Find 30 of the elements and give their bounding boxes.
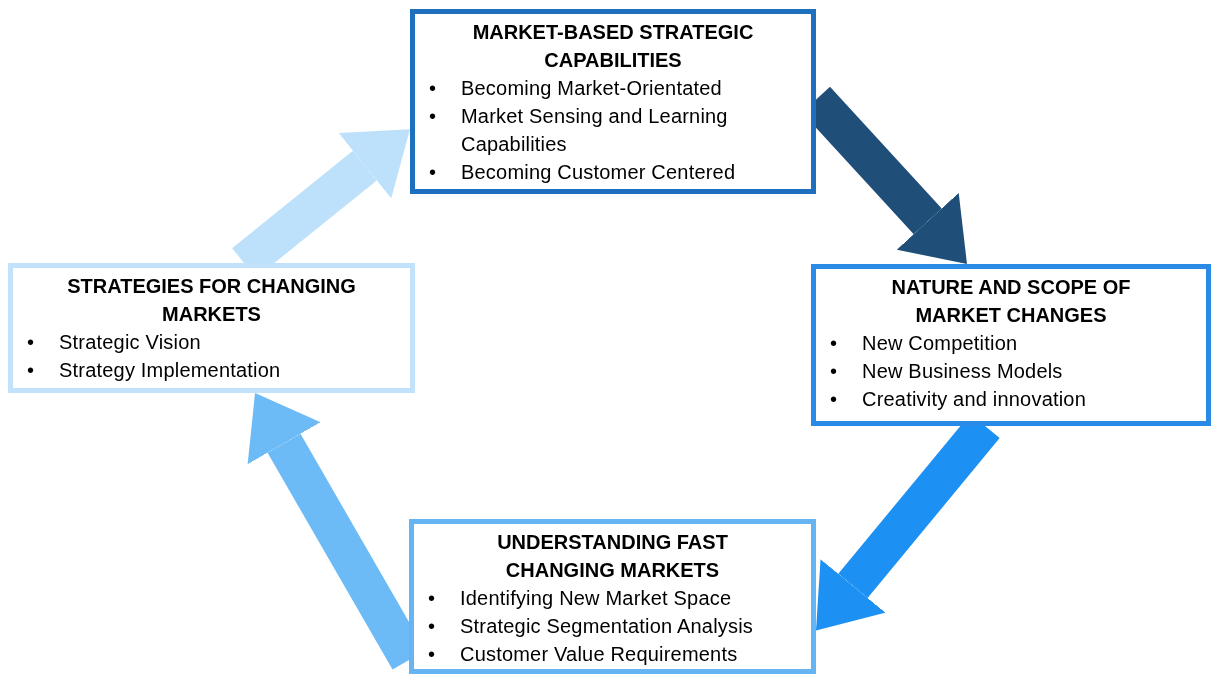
bullet-text: Strategy Implementation bbox=[59, 358, 281, 383]
box-heading: UNDERSTANDING FAST CHANGING MARKETS bbox=[496, 530, 729, 583]
bullet-marker: • bbox=[428, 642, 437, 667]
bullet-marker: • bbox=[429, 160, 438, 185]
bullet-text: Becoming Customer Centered bbox=[461, 160, 736, 185]
bullet-marker: • bbox=[428, 586, 437, 611]
bullet-text: Market Sensing and Learning Capabilities bbox=[461, 104, 729, 157]
box-heading: MARKET-BASED STRATEGIC CAPABILITIES bbox=[471, 20, 755, 73]
bullet-marker: • bbox=[429, 104, 438, 129]
box-heading: NATURE AND SCOPE OF MARKET CHANGES bbox=[890, 275, 1132, 328]
bullet-marker: • bbox=[27, 330, 36, 355]
bullet-text: New Business Models bbox=[862, 359, 1063, 384]
text-box bbox=[8, 263, 415, 393]
bullet-marker: • bbox=[830, 331, 839, 356]
bullet-marker: • bbox=[27, 358, 36, 383]
bullet-text: Strategic Segmentation Analysis bbox=[460, 614, 754, 639]
bullet-text: New Competition bbox=[862, 331, 1018, 356]
bullet-marker: • bbox=[428, 614, 437, 639]
bullet-text: Becoming Market-Orientated bbox=[461, 76, 722, 101]
bullet-marker: • bbox=[830, 387, 839, 412]
bullet-marker: • bbox=[429, 76, 438, 101]
text-box bbox=[811, 264, 1211, 426]
text-box bbox=[410, 9, 816, 194]
bullet-text: Creativity and innovation bbox=[862, 387, 1086, 412]
bullet-marker: • bbox=[830, 359, 839, 384]
text-box bbox=[409, 519, 816, 674]
bullet-text: Identifying New Market Space bbox=[460, 586, 732, 611]
box-heading: STRATEGIES FOR CHANGING MARKETS bbox=[66, 274, 357, 327]
bullet-text: Customer Value Requirements bbox=[460, 642, 738, 667]
bullet-text: Strategic Vision bbox=[59, 330, 201, 355]
